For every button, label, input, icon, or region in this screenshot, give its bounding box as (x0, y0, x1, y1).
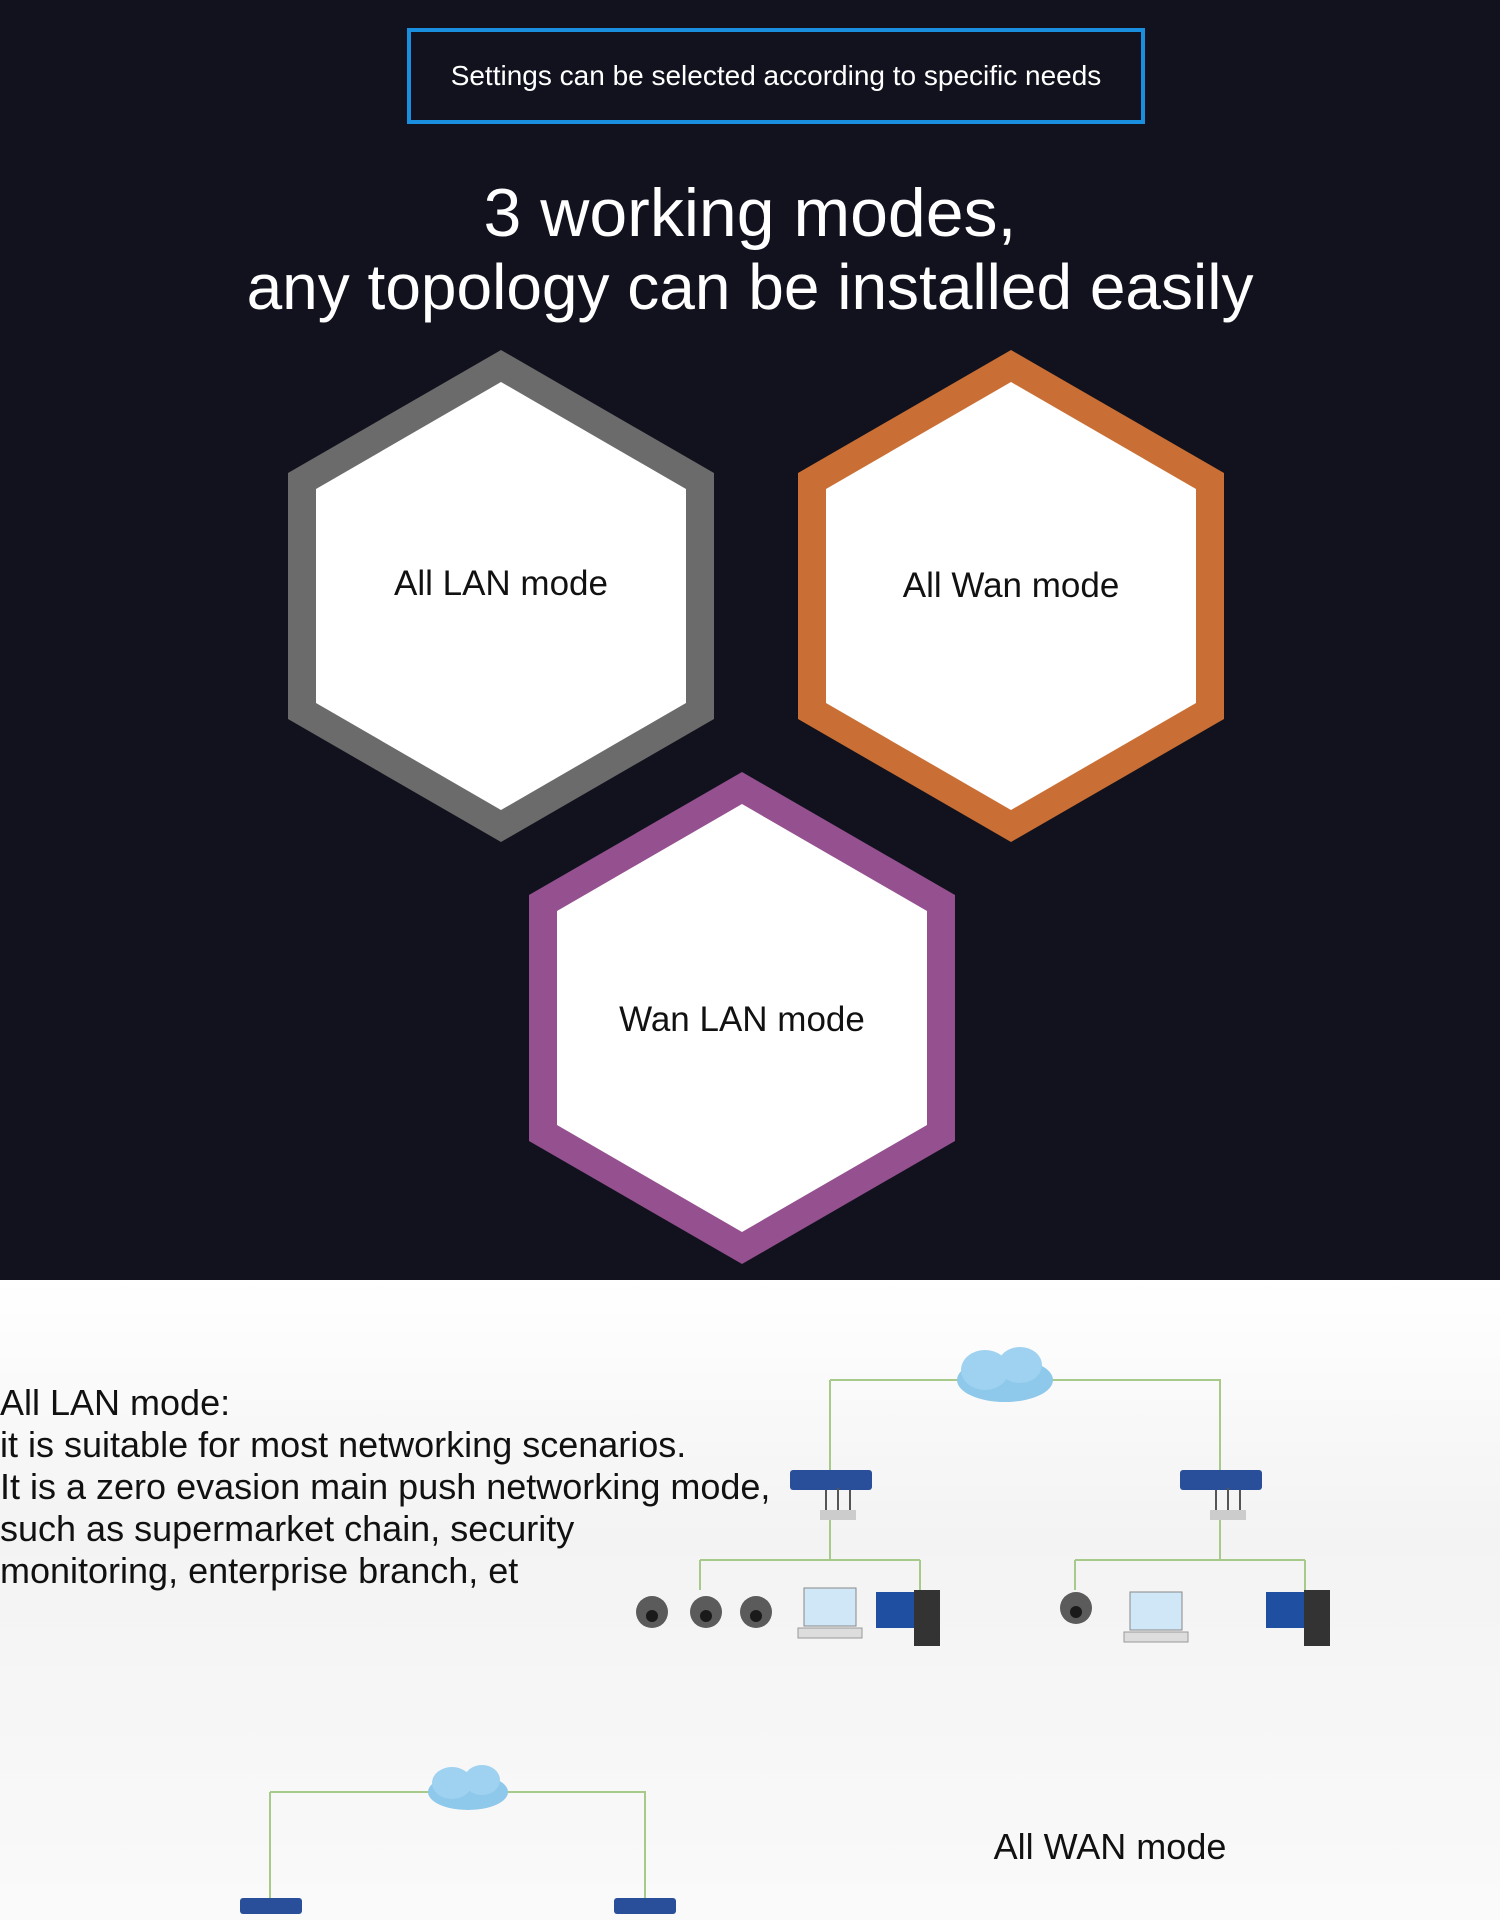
headline-line2: any topology can be installed easily (246, 251, 1254, 323)
camera-icon (1060, 1592, 1092, 1624)
hexagon-orange-icon (798, 350, 1224, 842)
hex-label-wan-lan: Wan LAN mode (619, 1000, 865, 1039)
hexagon-purple-icon (529, 772, 955, 1264)
topology-diagram-lan (636, 1347, 1330, 1646)
desktop-icon (1266, 1590, 1330, 1646)
router-icon (614, 1898, 676, 1914)
hex-label-all-lan: All LAN mode (394, 564, 608, 603)
camera-icon (740, 1596, 772, 1628)
cloud-icon (957, 1347, 1053, 1402)
camera-icon (690, 1596, 722, 1628)
hex-wan-lan-mode: Wan LAN mode (529, 772, 955, 1264)
topology-diagram-wan (240, 1765, 676, 1914)
settings-banner: Settings can be selected according to sp… (407, 28, 1145, 124)
settings-banner-text: Settings can be selected according to sp… (450, 60, 1102, 91)
desktop-icon (876, 1590, 940, 1646)
headline: 3 working modes, any topology can be ins… (0, 176, 1500, 324)
all-wan-mode-label: All WAN mode (993, 1826, 1227, 1867)
camera-icon (636, 1596, 668, 1628)
headline-line1: 3 working modes, (483, 175, 1017, 251)
lan-desc-line: It is a zero evasion main push networkin… (0, 1466, 771, 1507)
router-icon (1180, 1470, 1262, 1520)
router-icon (790, 1470, 872, 1520)
cloud-icon (428, 1765, 508, 1810)
lan-mode-description: All LAN mode: it is suitable for most ne… (0, 1382, 800, 1592)
hex-all-lan-mode: All LAN mode (288, 350, 714, 842)
laptop-icon (1123, 1591, 1189, 1643)
laptop-icon (797, 1587, 863, 1639)
lan-desc-line: monitoring, enterprise branch, et (0, 1550, 519, 1591)
router-icon (240, 1898, 302, 1914)
hex-label-all-wan: All Wan mode (902, 566, 1120, 605)
lan-desc-line: such as supermarket chain, security (0, 1508, 575, 1549)
lan-desc-line: it is suitable for most networking scena… (0, 1424, 687, 1465)
hex-all-wan-mode: All Wan mode (798, 350, 1224, 842)
lan-desc-line: All LAN mode: (0, 1382, 231, 1423)
hexagon-gray-icon (288, 350, 714, 842)
